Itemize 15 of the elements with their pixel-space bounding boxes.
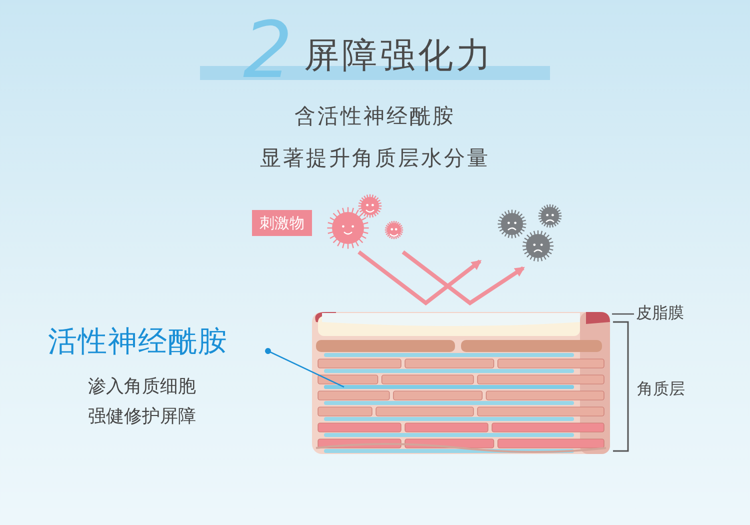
leader-line <box>612 313 634 315</box>
subtitle: 显著提升角质层水分量 <box>259 145 491 172</box>
arrow <box>358 250 482 306</box>
layer-label: 皮脂膜 <box>636 303 684 324</box>
heading: 活性神经酰胺 <box>48 323 228 360</box>
subtitle: 含活性神经酰胺 <box>294 103 456 130</box>
arrow <box>402 250 525 306</box>
description: 渗入角质细胞 <box>88 375 196 398</box>
step-number: 2 <box>243 6 293 96</box>
stimulus-tag: 刺激物 <box>252 210 312 236</box>
leader-line <box>265 348 344 388</box>
lipid-line <box>324 385 574 389</box>
layer-label: 角质层 <box>637 379 685 400</box>
skin-layer-drawing <box>312 310 610 456</box>
description: 强健修护屏障 <box>88 405 196 428</box>
